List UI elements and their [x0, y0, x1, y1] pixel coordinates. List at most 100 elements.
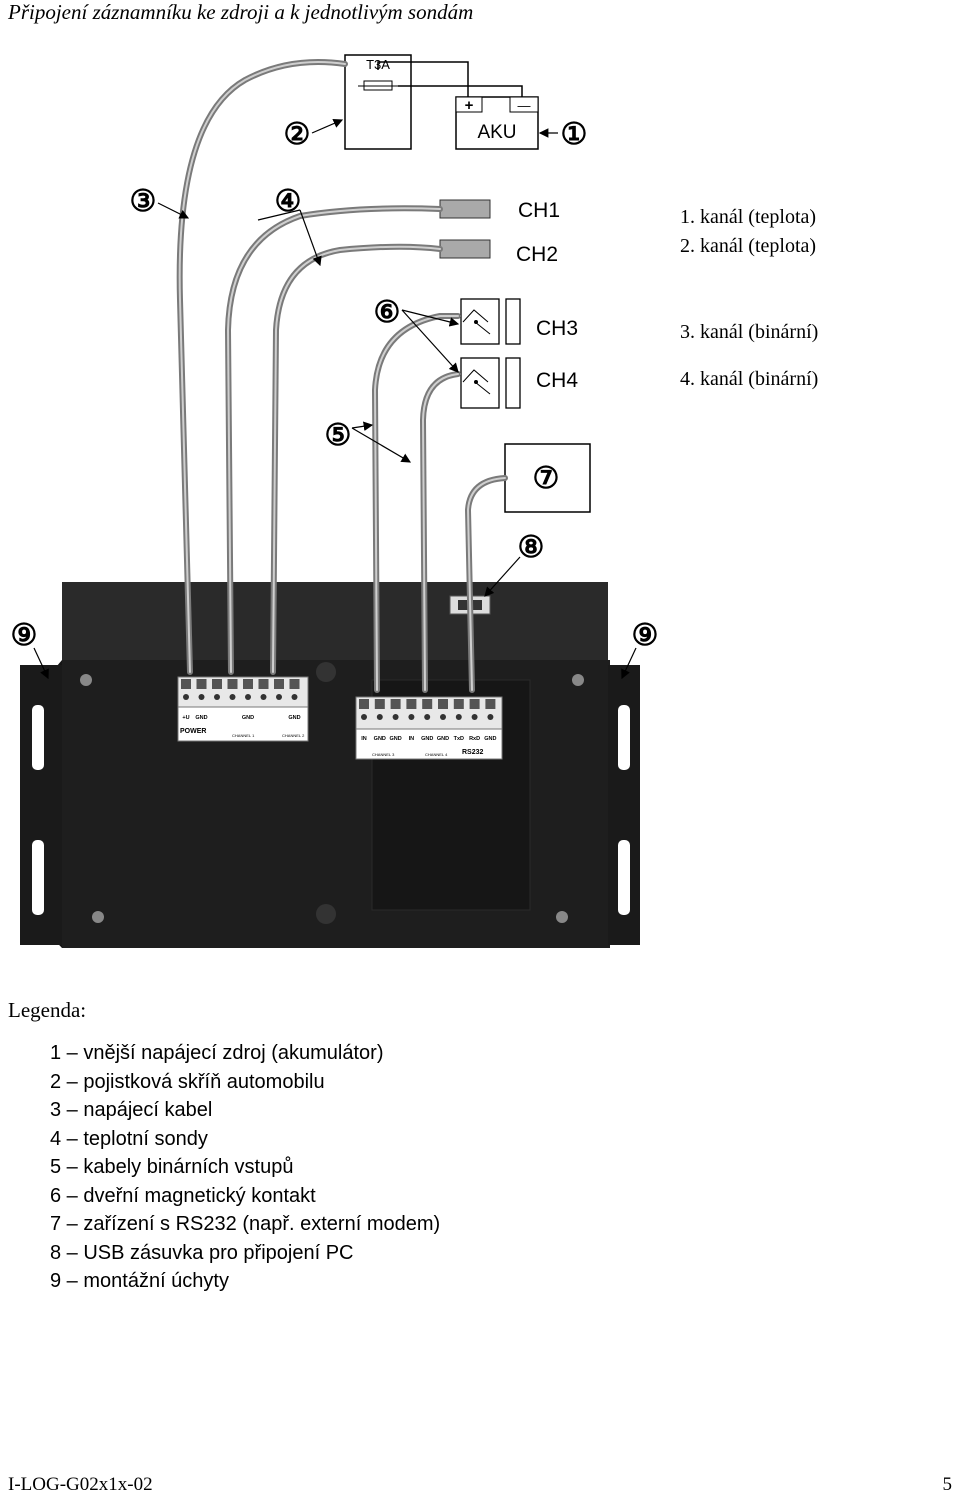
terminal-screw: [198, 694, 205, 700]
terminal-pin: [390, 699, 401, 709]
terminal-screw: [471, 714, 478, 720]
channel-label-ch1: CH1: [518, 199, 560, 222]
channel-desc-4: 4. kanál (binární): [680, 368, 818, 390]
legend-item: 9 – montážní úchyty: [50, 1270, 229, 1292]
door-contact-ch4: [460, 357, 521, 409]
fuse-box: T3A: [344, 54, 412, 150]
cable-power: [176, 59, 348, 675]
terminal-pin: [422, 699, 433, 709]
legend-item: 7 – zařízení s RS232 (např. externí mode…: [50, 1213, 441, 1235]
terminal-pins-right: [359, 699, 496, 720]
terminal-pin-label: GND: [288, 715, 300, 721]
channel3-label: CHANNEL 3: [372, 752, 395, 757]
channel2-label: CHANNEL 2: [282, 733, 305, 738]
data-logger: [20, 582, 640, 948]
terminal-screw: [440, 714, 446, 720]
callout-8: ⑧: [518, 531, 545, 564]
footer-document-id: I-LOG-G02x1x-02: [8, 1474, 153, 1495]
terminal-pin-label: GND: [421, 736, 433, 742]
terminal-pin: [181, 679, 191, 689]
legend-item: 6 – dveřní magnetický kontakt: [50, 1184, 316, 1207]
terminal-screw: [214, 694, 220, 700]
door-contact-ch3: [460, 298, 521, 345]
channel4-label: CHANNEL 4: [425, 752, 448, 757]
legend-item: 4 – teplotní sondy: [50, 1127, 208, 1150]
terminal-pin-label: RxD: [469, 736, 480, 742]
terminal-pin-label: GND: [437, 736, 449, 742]
terminal-pin: [374, 699, 385, 709]
channel-label-ch3: CH3: [536, 317, 578, 340]
terminal-pin: [258, 679, 269, 689]
rs232-label: RS232: [462, 749, 484, 756]
rs232-device: [504, 443, 591, 513]
terminal-pin: [406, 699, 417, 709]
channel-desc-1: 1. kanál (teplota): [680, 206, 816, 228]
terminal-pin-label: GND: [242, 715, 254, 721]
channel1-label: CHANNEL 1: [232, 733, 255, 738]
terminal-pin-label: IN: [361, 736, 367, 742]
terminal-pin-label: GND: [389, 736, 401, 742]
channel-label-ch2: CH2: [516, 243, 558, 266]
channel-label-ch4: CH4: [536, 369, 578, 392]
page-title: Připojení záznamníku ke zdroji a k jedno…: [8, 0, 474, 24]
terminal-pin-label: +U: [182, 715, 189, 721]
callout-3: ③: [130, 185, 157, 218]
battery-minus: —: [518, 98, 531, 113]
terminal-pin: [243, 679, 253, 689]
callout-6: ⑥: [374, 296, 401, 329]
legend-item: 3 – napájecí kabel: [50, 1099, 213, 1121]
channel-desc-2: 2. kanál (teplota): [680, 235, 816, 257]
battery-label: AKU: [477, 122, 516, 143]
legend-list: 1 – vnější napájecí zdroj (akumulátor) 2…: [50, 1039, 440, 1296]
callout-9-right: ⑨: [632, 619, 659, 652]
terminal-screw: [455, 714, 462, 720]
terminal-screw: [408, 714, 415, 720]
terminal-pin-label: GND: [484, 736, 496, 742]
terminal-pin-label: GND: [195, 715, 207, 721]
footer-page-number: 5: [942, 1474, 953, 1495]
terminal-pin: [453, 699, 464, 709]
terminal-pin-label: GND: [374, 736, 386, 742]
terminal-screw: [361, 714, 367, 720]
power-label: POWER: [180, 728, 206, 735]
terminal-pin: [274, 679, 284, 689]
callout-5: ⑤: [325, 419, 352, 452]
terminal-screw: [291, 694, 298, 700]
terminal-pin-label: TxD: [454, 736, 464, 742]
terminal-pin: [212, 679, 222, 689]
wiring-diagram: T3A + — AKU CH1 CH2 CH3 CH4 1. kanál (te…: [11, 54, 818, 948]
terminal-screw: [229, 694, 236, 700]
terminal-pin: [289, 679, 300, 689]
terminal-screw: [260, 694, 267, 700]
legend-item: 2 – pojistková skříň automobilu: [50, 1070, 325, 1093]
probe-ch1: [439, 199, 491, 219]
terminal-pin: [485, 699, 496, 709]
terminal-screw: [245, 694, 251, 700]
terminal-pin: [227, 679, 238, 689]
legend-heading: Legenda:: [8, 998, 87, 1022]
terminal-pin: [359, 699, 369, 709]
legend-item: 5 – kabely binárních vstupů: [50, 1156, 294, 1178]
legend-item: 1 – vnější napájecí zdroj (akumulátor): [50, 1042, 384, 1064]
battery: + — AKU: [455, 96, 539, 150]
channel-desc-3: 3. kanál (binární): [680, 321, 818, 343]
terminal-pin: [438, 699, 448, 709]
terminal-pin: [469, 699, 480, 709]
callout-1: ①: [561, 118, 588, 151]
terminal-screw: [276, 694, 282, 700]
terminal-screw: [392, 714, 399, 720]
battery-plus: +: [465, 97, 474, 114]
callout-9-left: ⑨: [11, 619, 38, 652]
terminal-pins-left: [181, 679, 300, 700]
terminal-screw: [376, 714, 383, 720]
callout-7: ⑦: [533, 462, 560, 495]
terminal-screw: [183, 694, 189, 700]
terminal-screw: [424, 714, 431, 720]
probe-ch2: [439, 239, 491, 259]
legend-item: 8 – USB zásuvka pro připojení PC: [50, 1241, 354, 1264]
callout-2: ②: [284, 118, 311, 151]
terminal-pin: [196, 679, 207, 689]
terminal-screw: [487, 714, 494, 720]
callout-4: ④: [275, 185, 302, 218]
terminal-pin-label: IN: [409, 736, 415, 742]
